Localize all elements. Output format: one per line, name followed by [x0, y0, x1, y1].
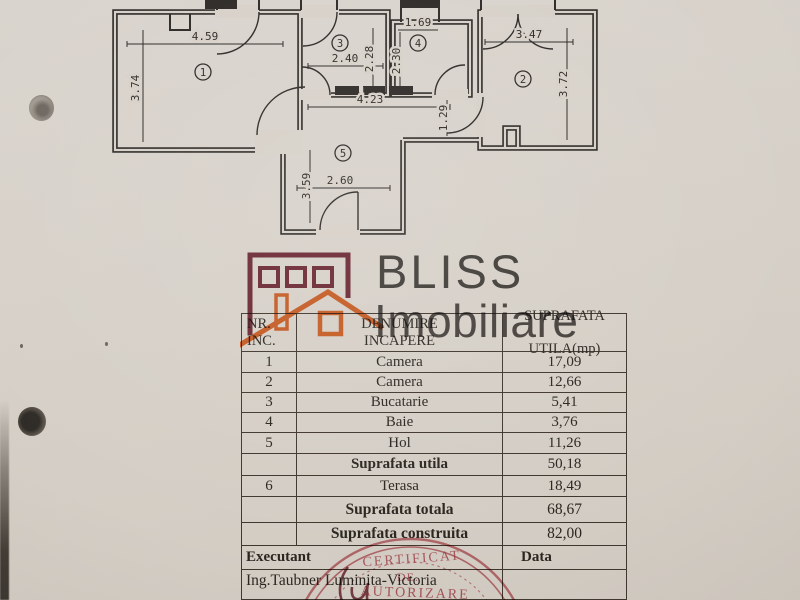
- cell-nr: 2: [242, 373, 297, 392]
- data-label: Data: [521, 549, 552, 565]
- door-gaps: [215, 5, 555, 238]
- signature-mark: [338, 566, 370, 600]
- cell-name: Suprafata utila: [297, 454, 503, 475]
- cell-area: 50,18: [547, 456, 582, 472]
- cell-nr: 6: [242, 476, 297, 496]
- header-suprafata-line1: SUPRAFATA: [524, 307, 605, 324]
- logo-roof-window: [317, 310, 344, 337]
- cell-name: Hol: [297, 433, 503, 453]
- dim-room3-width: 2.40: [332, 52, 359, 65]
- table-row-suprafata-construita: Suprafata construita 82,00: [242, 522, 626, 545]
- logo-brand-text: BLISS: [376, 245, 525, 298]
- dim-room1-width: 4.59: [192, 30, 219, 43]
- cell-area: 5,41: [551, 394, 578, 410]
- room3-number: 3: [337, 38, 343, 50]
- punch-hole-top: [29, 95, 54, 121]
- dim-room5-height: 3.59: [300, 173, 313, 200]
- cell-name: Camera: [297, 373, 503, 392]
- dim-room2-height: 3.72: [557, 71, 570, 98]
- cell-name: Baie: [297, 413, 503, 432]
- cell-area: 3,76: [551, 414, 578, 430]
- walls-inner: [113, 10, 597, 234]
- dim-room1-height: 3.74: [129, 74, 142, 101]
- dim-room3-height: 2.28: [363, 46, 376, 73]
- table-row: 2 Camera 12,66: [242, 372, 626, 392]
- table-row-executant: Executant Data: [242, 545, 626, 569]
- dim-hall-length: 4.23: [357, 93, 384, 106]
- cell-area: 82,00: [547, 525, 582, 542]
- cell-nr: 4: [242, 413, 297, 432]
- cell-nr: 5: [242, 433, 297, 453]
- cell-nr: [242, 523, 297, 545]
- cell-area: 12,66: [547, 374, 582, 390]
- dim-room2-width: 3.47: [516, 28, 543, 41]
- cell-name: Suprafata construita: [297, 523, 503, 545]
- cell-nr: 3: [242, 393, 297, 412]
- room5-number: 5: [340, 148, 346, 160]
- cell-nr: [242, 497, 297, 522]
- logo-chimney: [274, 293, 289, 331]
- paper-edge-shadow: [0, 400, 9, 600]
- logo-roof: [240, 289, 385, 348]
- header-denumire-line2: INCAPERE: [364, 332, 435, 349]
- dim-room5-width: 2.60: [327, 174, 354, 187]
- bliss-logo-icon: [240, 252, 385, 348]
- authorization-stamp: CERTIFICAT DE. AUTORIZARE: [304, 537, 516, 600]
- cell-area: 18,49: [547, 477, 582, 494]
- table-row-suprafata-totala: Suprafata totala 68,67: [242, 496, 626, 522]
- room2-number: 2: [520, 74, 526, 86]
- punch-hole-bottom: [18, 407, 46, 436]
- stamp-rings: [304, 537, 516, 600]
- cell-area: 17,09: [547, 353, 582, 370]
- cell-name: Suprafata totala: [297, 497, 503, 522]
- areas-table: NR. INC. DENUMIRE INCAPERE SUPRAFATA UTI…: [241, 308, 627, 600]
- dimension-lines: [126, 28, 574, 223]
- table-row: 4 Baie 3,76: [242, 412, 626, 432]
- stamp-line3: AUTORIZARE: [360, 584, 470, 600]
- table-row: 5 Hol 11,26: [242, 432, 626, 453]
- logo-building-outline: [247, 252, 351, 335]
- floor-plan: 4.59 3.74 2.40 2.28 1.69 2.30 3.47 3.72 …: [105, 0, 605, 238]
- table-row: 1 Camera 17,09: [242, 351, 626, 372]
- cell-name: Bucatarie: [297, 393, 503, 412]
- header-suprafata: SUPRAFATA UTILA(mp): [503, 308, 626, 358]
- table-row: 6 Terasa 18,49: [242, 475, 626, 496]
- dim-hall-niche: 1.29: [437, 105, 450, 132]
- room1-number: 1: [200, 67, 206, 79]
- table-row-suprafata-utila: Suprafata utila 50,18: [242, 453, 626, 475]
- cell-nr: [242, 454, 297, 475]
- paper-speck: [105, 342, 108, 346]
- walls-outer: [115, 12, 595, 232]
- stamp-line2: DE.: [397, 570, 419, 584]
- cell-area: 11,26: [547, 434, 582, 451]
- door-arcs: [216, 11, 554, 231]
- cell-name: Camera: [297, 352, 503, 372]
- cell-nr: 1: [242, 352, 297, 372]
- cell-area: 68,67: [547, 500, 582, 518]
- paper-speck: [20, 344, 23, 348]
- dim-room4-width: 1.69: [405, 16, 432, 29]
- header-suprafata-line2: UTILA(mp): [528, 340, 601, 357]
- room4-number: 4: [415, 38, 421, 50]
- stamp-line1: CERTIFICAT: [362, 549, 461, 571]
- executant-label: Executant: [242, 546, 503, 569]
- logo-subtitle-text: Imobiliare: [374, 295, 579, 347]
- logo-building-windows: [258, 266, 334, 288]
- window-hatches: [205, 0, 439, 95]
- table-row: 3 Bucatarie 5,41: [242, 392, 626, 412]
- room-number-circles: [194, 34, 532, 162]
- dim-room4-height: 2.30: [390, 48, 403, 75]
- cell-name: Terasa: [297, 476, 503, 496]
